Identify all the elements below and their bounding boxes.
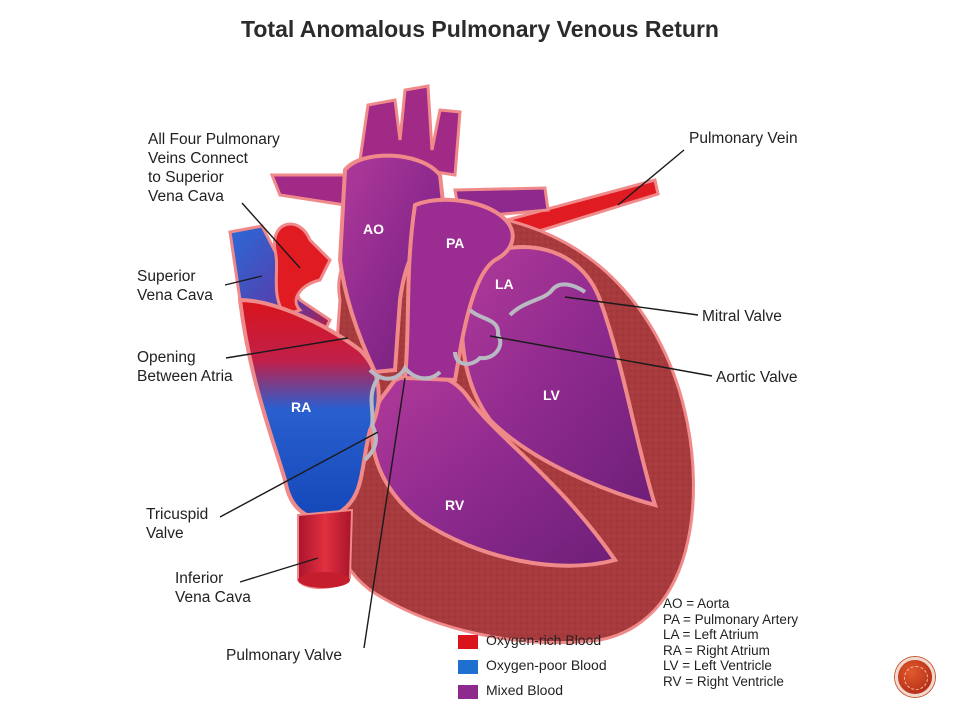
label-opening-between-atria: Opening Between Atria [137, 349, 233, 385]
label-superior-vena-cava: Superior Vena Cava [137, 268, 213, 304]
pulmonary-valve-shape [368, 364, 442, 381]
abbreviation-row: LA = Left Atrium [663, 627, 759, 643]
abbreviation-row: PA = Pulmonary Artery [663, 611, 799, 627]
aorta-branches [358, 84, 462, 177]
leader-all-four [241, 202, 301, 269]
leader-ivc [239, 557, 319, 583]
label-pulmonary-valve: Pulmonary Valve [226, 647, 343, 664]
nav-button-ring-icon [904, 666, 928, 690]
leader-lines [219, 149, 713, 649]
chamber-label-lv: LV [543, 387, 561, 403]
tricuspid-valve-shape [363, 373, 382, 462]
abbreviation-row: RA = Right Atrium [663, 642, 770, 658]
abbreviation-key: AO = Aorta PA = Pulmonary Artery LA = Le… [663, 596, 798, 690]
legend-label: Oxygen-rich Blood [486, 632, 602, 648]
slide-nav-button[interactable] [895, 657, 935, 697]
label-inferior-vena-cava: Inferior Vena Cava [175, 570, 251, 606]
left-branch [269, 173, 347, 207]
leader-opening [225, 337, 349, 359]
label-aortic-valve: Aortic Valve [716, 369, 798, 386]
right-ventricle-shape [370, 372, 619, 568]
chamber-label-ao: AO [363, 221, 384, 237]
chamber-label-rv: RV [445, 497, 465, 513]
leader-mitral [564, 296, 699, 316]
chamber-label-la: LA [495, 276, 514, 292]
chamber-label-ra: RA [291, 399, 311, 415]
left-ventricle-shape [459, 245, 658, 508]
leader-svc [224, 275, 263, 286]
label-pulmonary-vein: Pulmonary Vein [689, 130, 798, 147]
legend-label: Oxygen-poor Blood [486, 657, 607, 673]
right-atrium-shape [237, 297, 381, 521]
ivc-opening [298, 572, 350, 588]
pulmonary-veins-to-svc [272, 222, 332, 317]
legend-swatch-oxygen-rich [458, 635, 478, 649]
leader-pulmonary-vein [617, 149, 685, 206]
aortic-valve-shape [453, 308, 503, 366]
leader-tricuspid [219, 431, 379, 518]
legend-swatch-mixed [458, 685, 478, 699]
pulmonary-artery-shape [402, 197, 515, 383]
leader-aortic [489, 335, 713, 377]
diagram-title: Total Anomalous Pulmonary Venous Return [241, 16, 719, 42]
label-all-four-pulmonary-veins: All Four Pulmonary Veins Connect to Supe… [148, 131, 280, 205]
leader-pulmonary-valve [363, 377, 406, 649]
legend-label: Mixed Blood [486, 682, 564, 698]
chamber-label-pa: PA [446, 235, 464, 251]
legend-swatch-oxygen-poor [458, 660, 478, 674]
mitral-valve-shape [508, 282, 587, 317]
abbreviation-row: LV = Left Ventricle [663, 658, 772, 674]
abbreviation-row: AO = Aorta [663, 596, 730, 611]
label-mitral-valve: Mitral Valve [702, 308, 782, 325]
abbreviation-row: RV = Right Ventricle [663, 673, 784, 689]
label-tricuspid-valve: Tricuspid Valve [146, 506, 209, 542]
